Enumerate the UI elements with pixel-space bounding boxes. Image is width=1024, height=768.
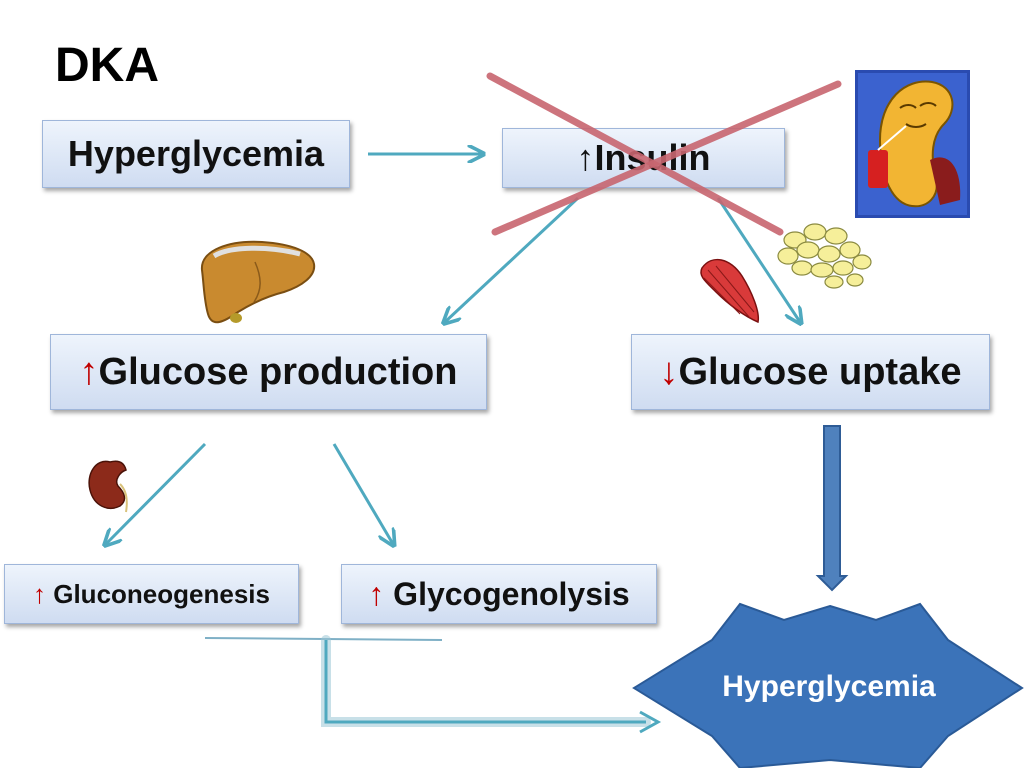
pancreas-icon xyxy=(855,70,970,218)
muscle-icon xyxy=(700,258,760,324)
hyperglycemia-box: Hyperglycemia xyxy=(42,120,350,188)
arrow-production-to-glycogenolysis xyxy=(332,443,393,544)
insulin-arrow: ↑ xyxy=(576,137,595,178)
hyperglycemia-result-shape xyxy=(632,602,1024,768)
glycogenolysis-arrow: ↑ xyxy=(368,575,385,612)
arrow-production-to-gluconeogenesis xyxy=(106,442,207,544)
gluconeogenesis-box: ↑ Gluconeogenesis xyxy=(4,564,299,624)
glucose-uptake-box: ↓Glucose uptake xyxy=(631,334,990,410)
glucose-uptake-arrow: ↓ xyxy=(659,350,679,393)
fat-cells-icon xyxy=(777,223,872,289)
hyperglycemia-result-label: Hyperglycemia xyxy=(722,670,936,703)
glucose-production-label: Glucose production xyxy=(98,350,458,393)
arrow-insulin-to-production xyxy=(445,196,580,322)
glucose-uptake-label: Glucose uptake xyxy=(678,350,962,393)
arrow-insulin-to-uptake xyxy=(716,197,800,322)
gluconeogenesis-arrow: ↑ xyxy=(33,578,47,609)
hyperglycemia-label: Hyperglycemia xyxy=(67,133,325,174)
gluconeogenesis-label: Gluconeogenesis xyxy=(46,578,270,609)
kidney-icon xyxy=(88,460,128,513)
slide-title: DKA xyxy=(55,39,159,92)
glycogenolysis-box: ↑ Glycogenolysis xyxy=(341,564,657,624)
insulin-cross-mark xyxy=(486,72,842,236)
liver-icon xyxy=(200,240,316,324)
glucose-production-box: ↑Glucose production xyxy=(50,334,487,410)
connector-bracket xyxy=(204,635,662,734)
glucose-production-arrow: ↑ xyxy=(79,350,99,393)
glycogenolysis-label: Glycogenolysis xyxy=(384,575,630,612)
block-arrow-uptake-to-result xyxy=(815,425,849,592)
